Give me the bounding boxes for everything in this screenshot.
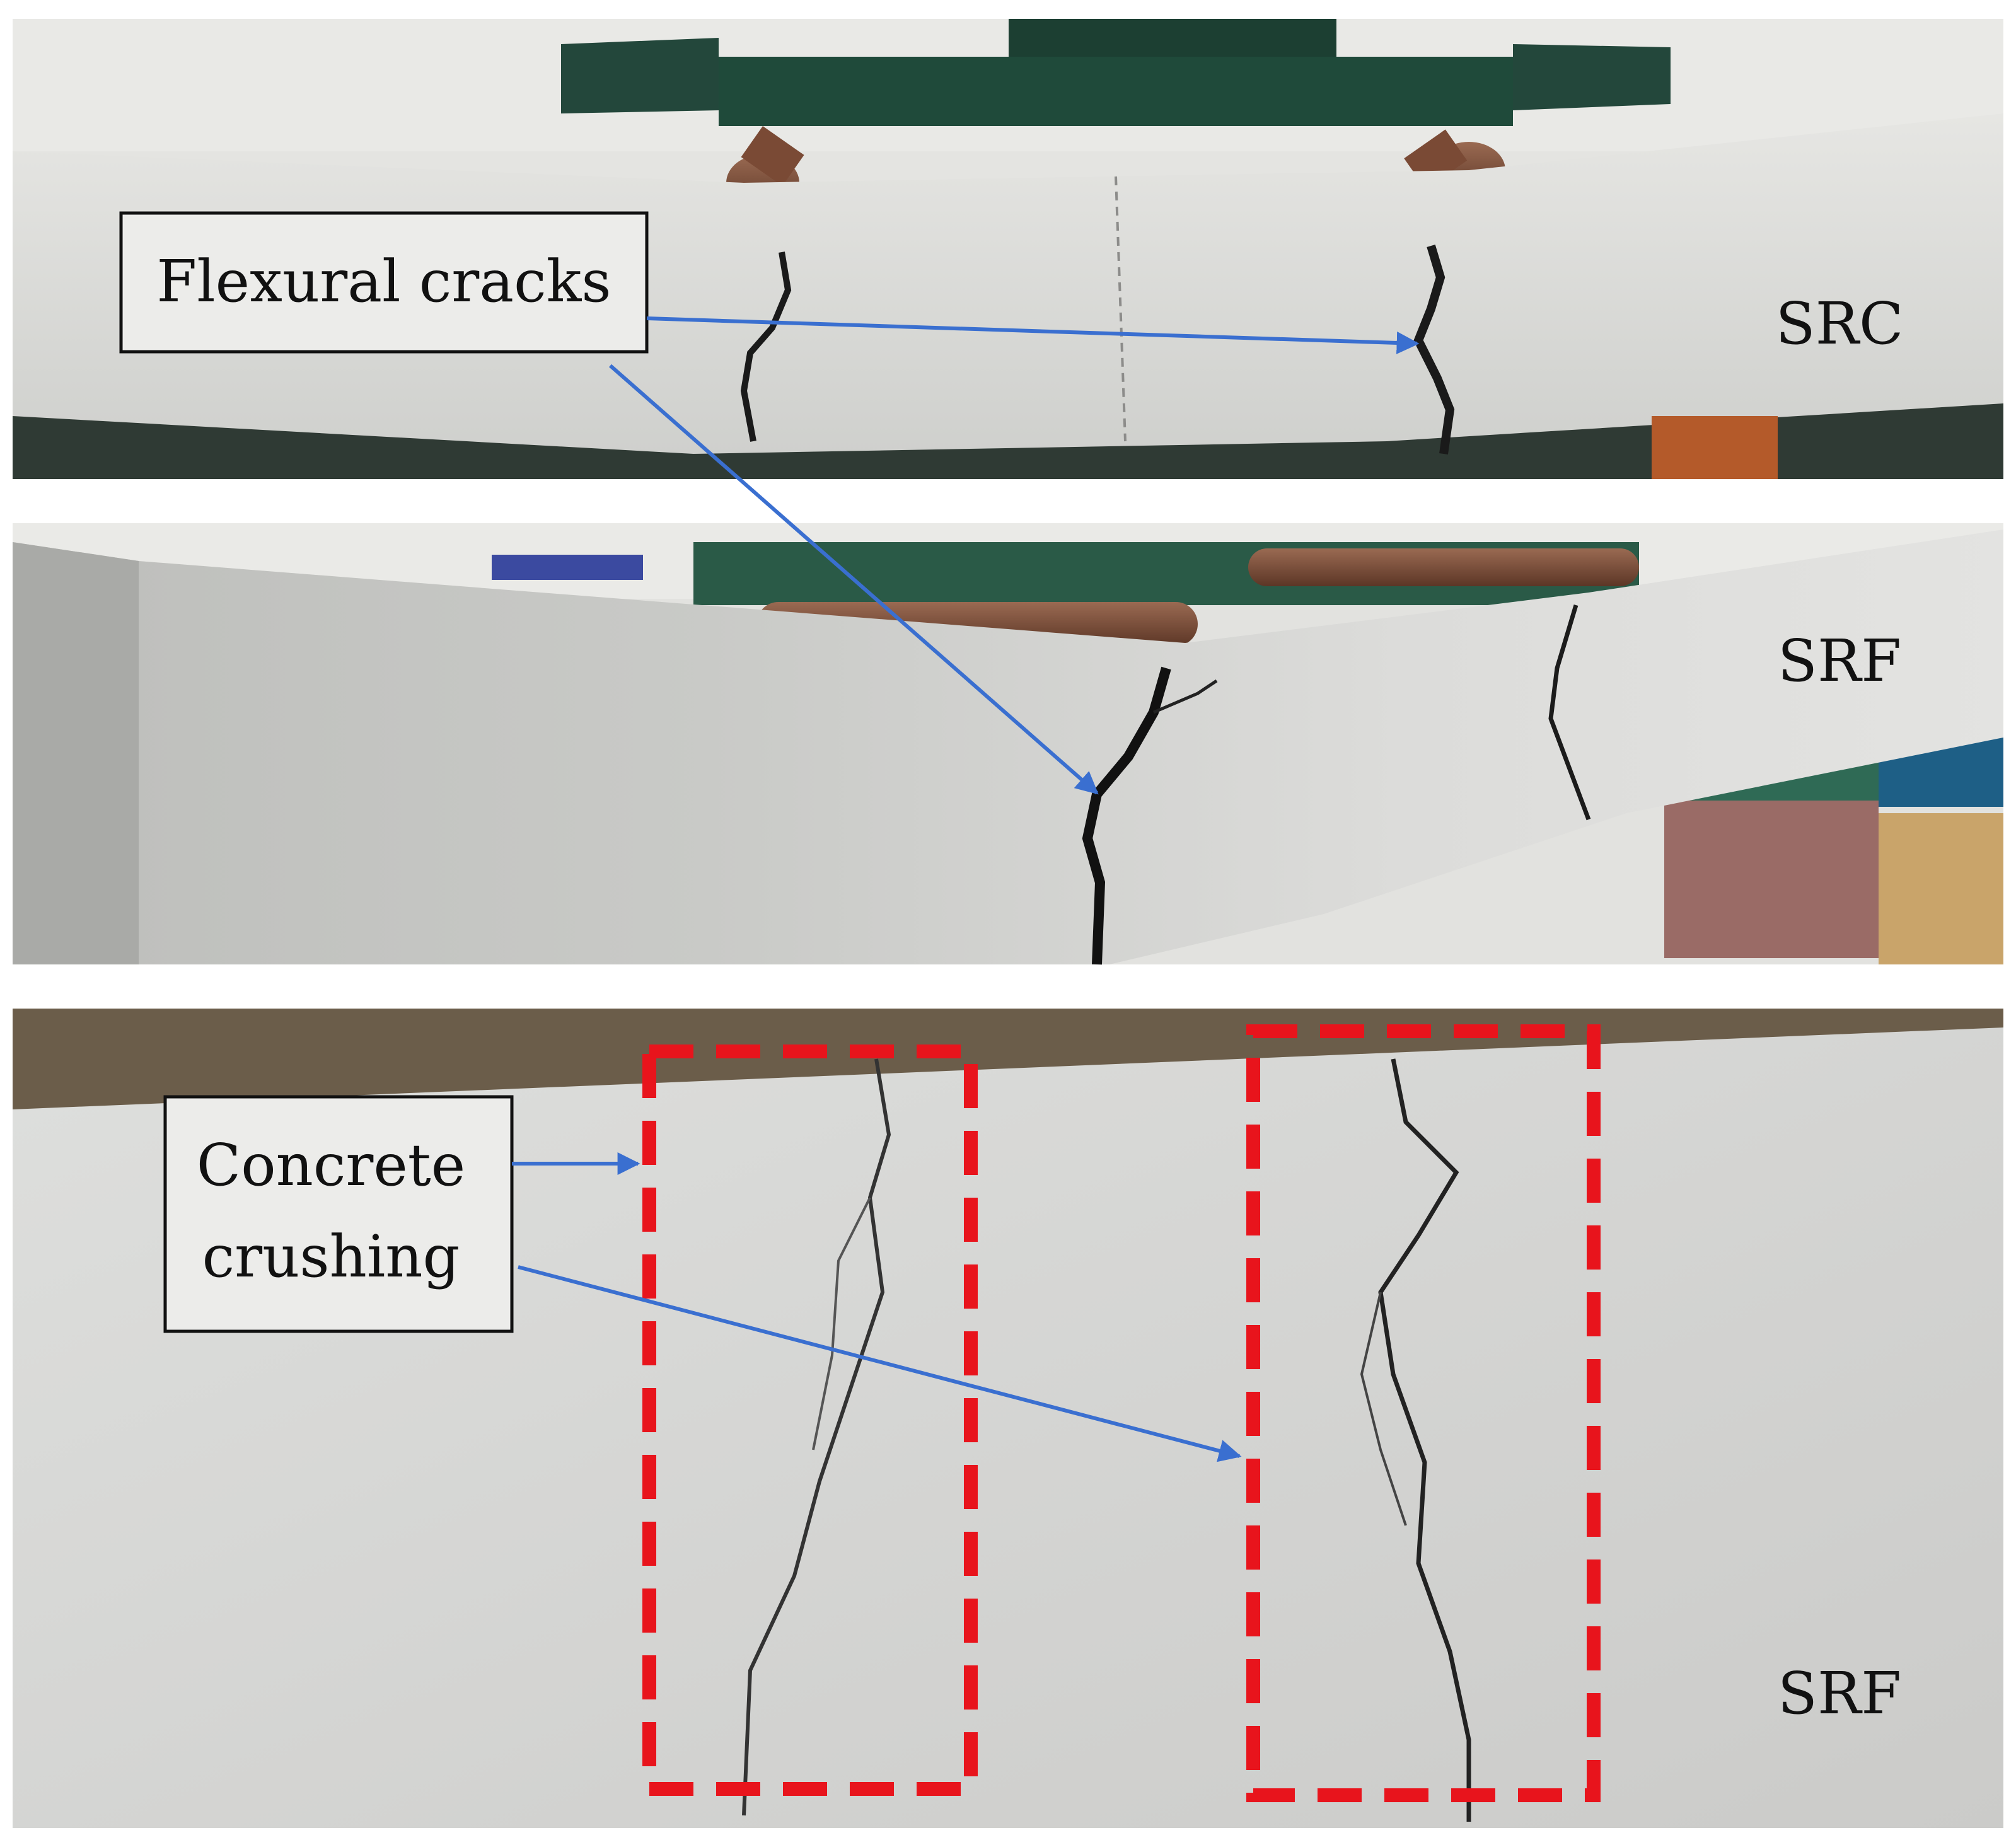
panel-top-label: SRC [1776,290,1904,357]
crack-srf-right [1548,604,1591,821]
concrete-crushing-box [163,1095,514,1333]
beam-src [13,113,2003,454]
steel-plate-left [561,38,719,113]
arrow-to-crushing-right [518,1265,1242,1462]
crack-src-left [740,252,792,442]
flexural-cracks-box [119,211,649,354]
crush-crack-left [742,1058,891,1816]
panel-bottom-label: SRF [1778,1660,1901,1727]
steel-plate-right [1513,44,1671,110]
arrow-to-srf-crack [609,364,1099,795]
flexural-cracks-label: Flexural cracks [156,248,611,315]
crushing-box-right [1246,1024,1601,1802]
panel-top-photo: SRC [13,19,2003,479]
steel-plate-center [719,57,1513,126]
concrete-crushing-callout: Concrete crushing [163,1095,1242,1462]
crush-crack-right [1378,1058,1471,1822]
arrow-to-src-crack [646,316,1420,354]
concrete-crushing-label-line2: crushing [202,1223,460,1290]
panel-middle-photo: SRF [13,523,2003,965]
concrete-crushing-label-line1: Concrete [197,1131,465,1199]
crushing-box-left [642,1044,978,1796]
beam-srf-middle [13,529,2003,964]
panel-middle-label: SRF [1778,627,1901,695]
roller-middle-back [1248,548,1639,586]
flexural-cracks-callout: Flexural cracks [119,211,1420,795]
